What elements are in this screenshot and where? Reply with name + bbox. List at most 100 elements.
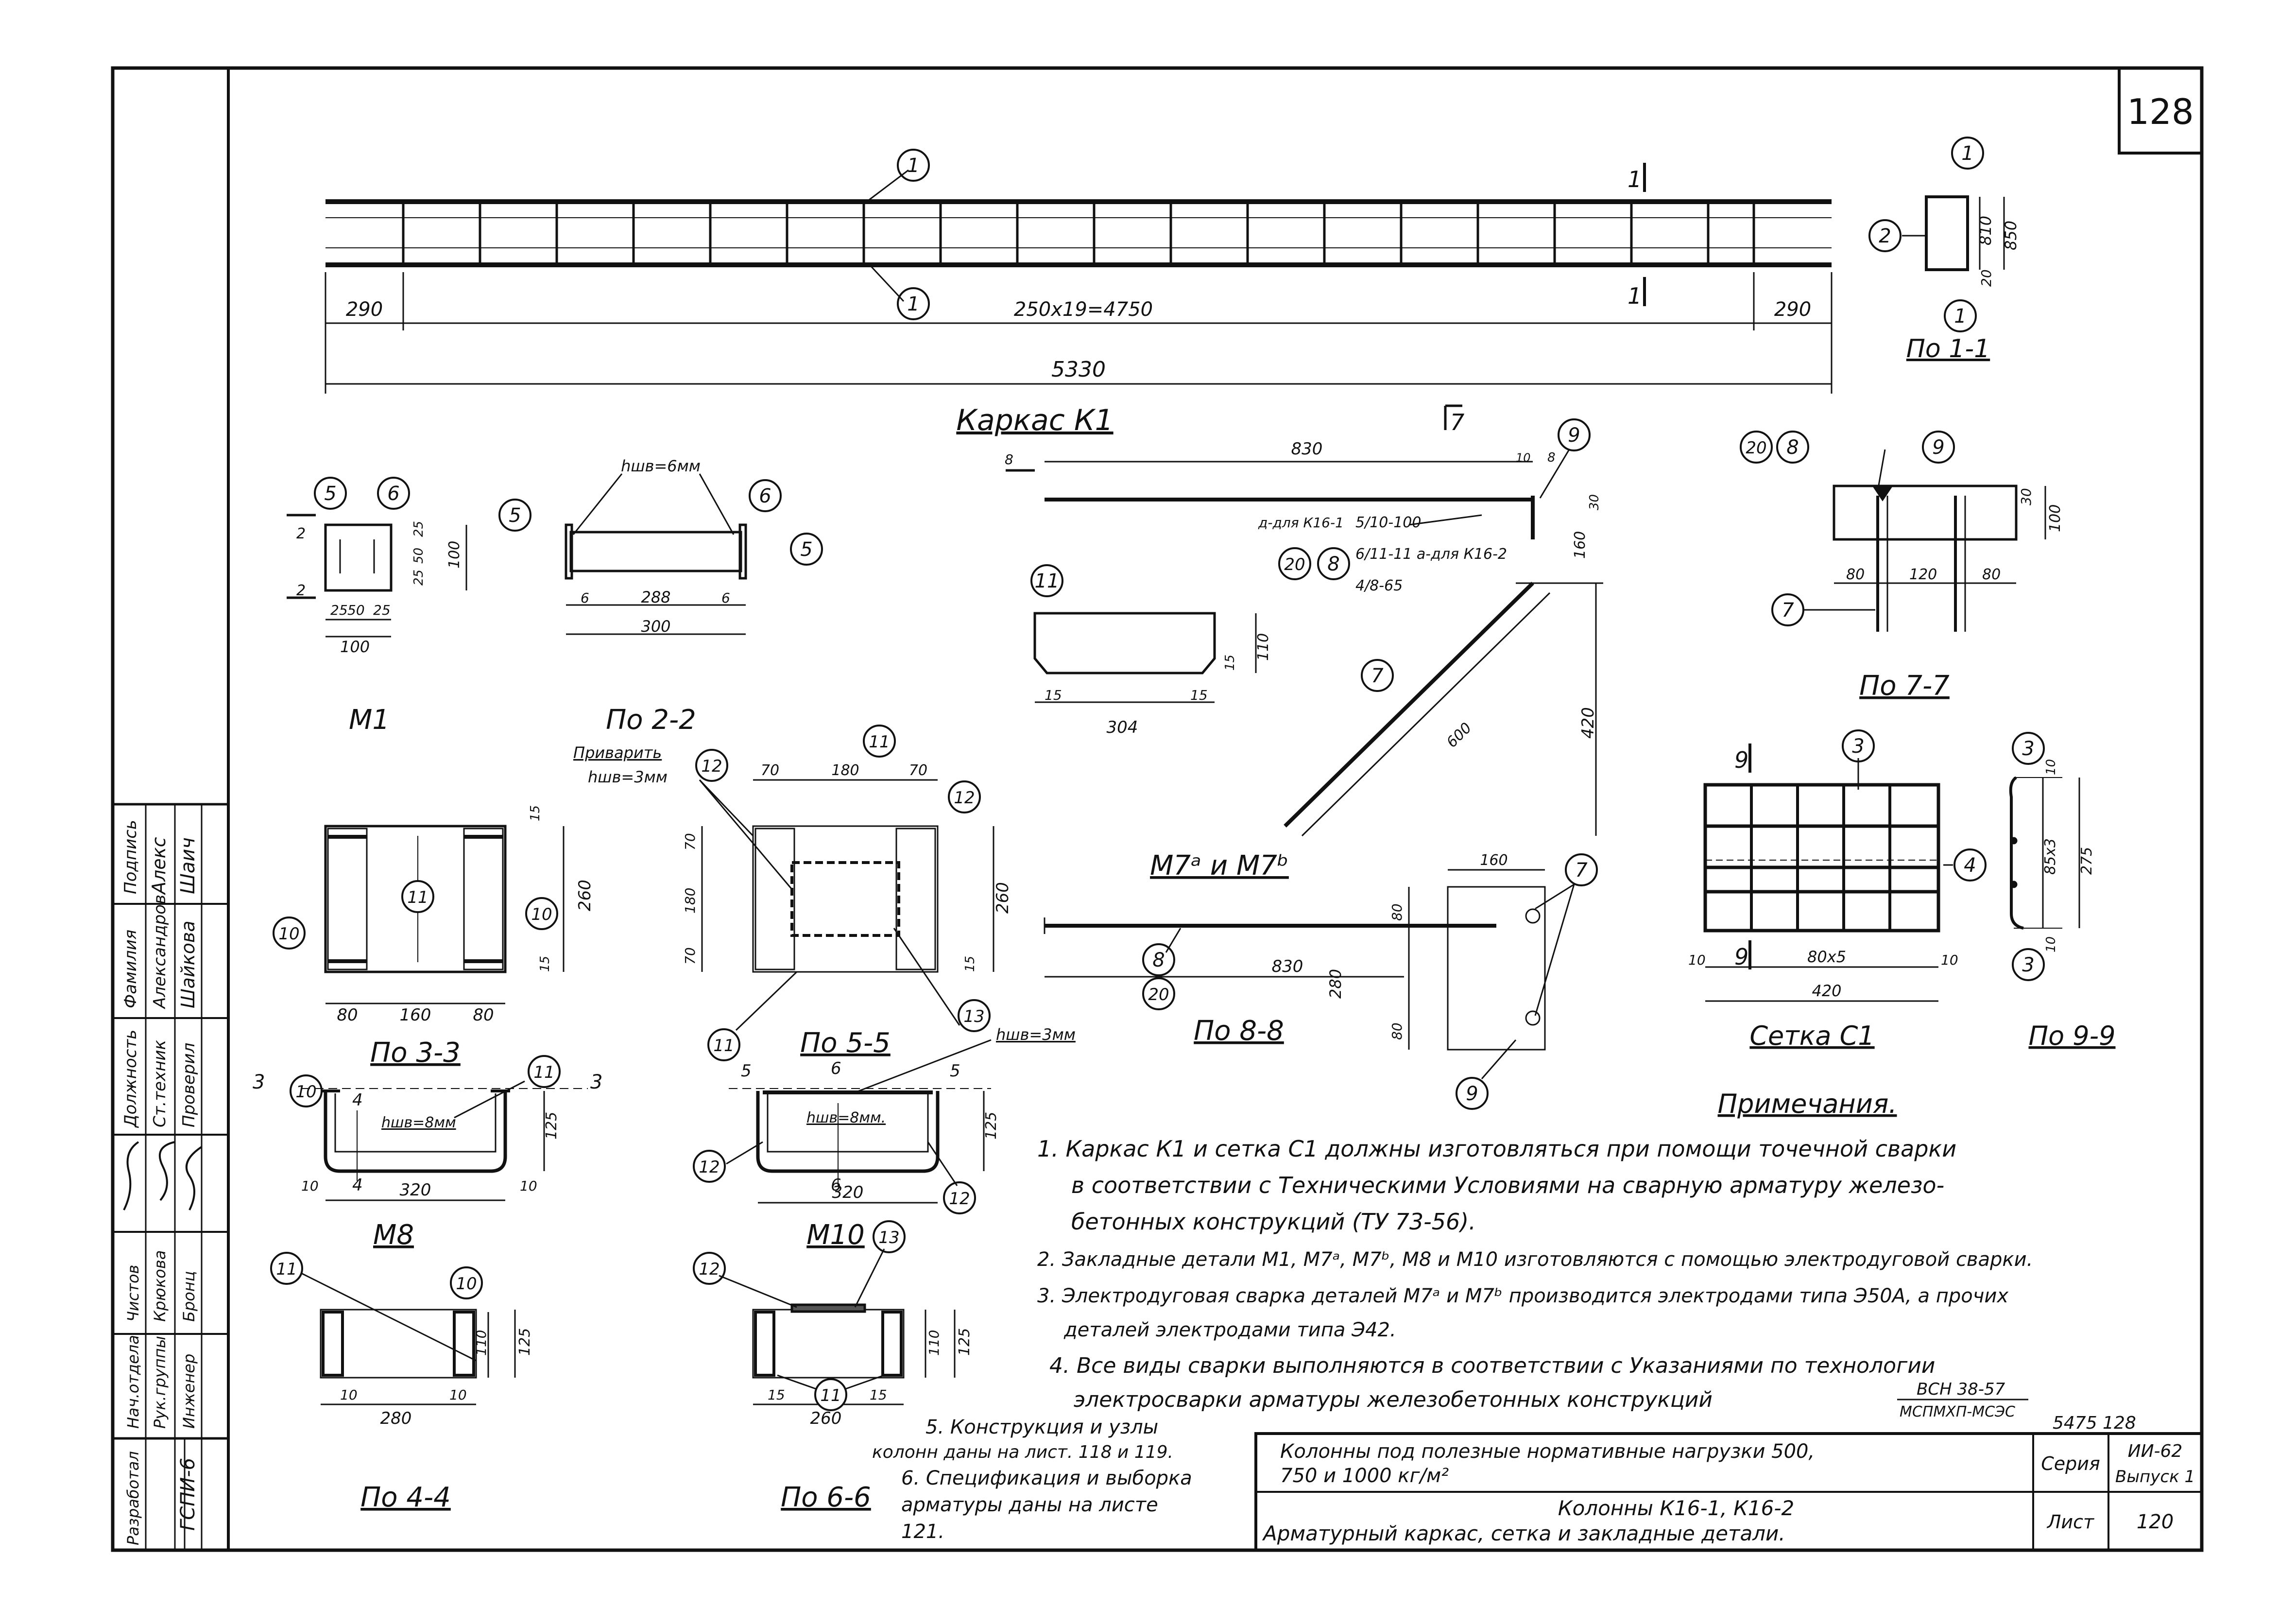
po-2-2-title: По 2-2 — [606, 704, 696, 736]
po-3-3-dim-15b: 15 — [538, 956, 552, 972]
po-5-5-dim-v70b: 70 — [682, 947, 698, 965]
po-9-9-dim-b: 10 — [2044, 936, 2058, 952]
m10-callout-12b: 12 — [943, 1181, 976, 1214]
po-7-7-callout-8: 8 — [1776, 431, 1809, 464]
po-6-6-dim-w: 260 — [810, 1409, 842, 1428]
stamp-role-1: Ст.техник — [150, 1039, 170, 1127]
m1-dim-w-total: 100 — [340, 638, 370, 656]
m7-callout-9-text: 9 — [1568, 424, 1580, 447]
po-3-3-callout-10a: 10 — [273, 916, 306, 950]
po-3-3-dim-15a: 15 — [528, 805, 543, 821]
po-9-9-dim-a: 10 — [2044, 759, 2058, 775]
mesh-c1-mark-9b: 9 — [1734, 944, 1748, 970]
title-series-value: ИИ-62 — [2128, 1441, 2183, 1461]
m1-dim-h3: 25 — [411, 570, 426, 586]
m7-callout-7: 7 — [1361, 659, 1394, 692]
m8-weld: hшв=8мм — [381, 1114, 456, 1131]
m10-callout-12b-text: 12 — [949, 1189, 970, 1209]
frame-k1-section-mark-b: 1 — [1628, 283, 1642, 309]
po-2-2-callout-5a-text: 5 — [509, 504, 521, 527]
po-8-8-callout-20: 20 — [1142, 977, 1175, 1010]
m1-dim-h2: 50 — [411, 548, 426, 564]
po-7-7-callout-7-text: 7 — [1782, 599, 1794, 622]
po-5-5-weld: hшв=3мм — [588, 768, 668, 786]
note-1c: бетонных конструкций (ТУ 73-56). — [1071, 1209, 1476, 1235]
part-11-callout-text: 11 — [1035, 570, 1060, 592]
po-2-2-callout-6-text: 6 — [759, 485, 771, 507]
frame-k1-stirrups — [402, 202, 1755, 265]
po-3-3-dim-w3: 80 — [473, 1005, 494, 1025]
m7-callout-7-text: 7 — [1371, 665, 1384, 687]
po-8-8-dim-len: 830 — [1272, 957, 1303, 976]
m8-mark-4b: 4 — [352, 1176, 363, 1195]
m7-dim-160: 160 — [1572, 531, 1589, 559]
po-2-2-dim-a: 6 — [581, 590, 589, 606]
m8-dim-b: 10 — [520, 1178, 537, 1194]
left-stamp: Должность Фамилия Подпись Ст.техник Алек… — [113, 803, 228, 1550]
po-5-5-dim-b: 180 — [831, 762, 859, 779]
po-3-3-drawing — [324, 825, 565, 1004]
frame-k1-title: Каркас К1 — [956, 403, 1113, 437]
part-11-drawing — [1033, 612, 1257, 703]
po-5-5-dim-a: 70 — [761, 762, 779, 779]
frame-k1-callout-1b: 1 — [897, 287, 930, 320]
title-block — [1254, 1432, 2203, 1552]
po-2-2-drawing — [565, 473, 747, 635]
sheet-number: 128 — [2127, 91, 2193, 132]
m1-callout-5: 5 — [314, 477, 347, 510]
po-4-4-dim-h2: 125 — [516, 1328, 533, 1356]
section-1-1-drawing — [1902, 195, 2005, 271]
po-6-6-callout-11: 11 — [777, 1374, 885, 1411]
po-8-8-title: По 8-8 — [1194, 1015, 1284, 1047]
po-5-5-weld-label: Приварить — [573, 743, 662, 762]
m10-callout-12a: 12 — [693, 1150, 726, 1183]
po-6-6-title: По 6-6 — [781, 1482, 871, 1513]
po-3-3-callout-10b: 10 — [525, 897, 558, 930]
m10-drawing — [726, 1039, 992, 1204]
po-2-2-dim-total: 300 — [641, 617, 670, 636]
frame-k1-callout-1a: 1 — [897, 149, 930, 182]
m8-mark-3b: 3 — [590, 1071, 602, 1093]
m1-drawing — [287, 514, 467, 638]
mesh-c1-callout-4-text: 4 — [1964, 854, 1976, 877]
title-line-3: Колонны К16-1, К16-2 — [1558, 1496, 1794, 1520]
po-5-5-dim-v70a: 70 — [682, 833, 698, 850]
po-5-5-drawing — [699, 779, 994, 973]
note-ref-top: ВСН 38-57 — [1917, 1380, 2005, 1399]
po-3-3-callout-11-text: 11 — [407, 888, 428, 907]
m8-dim-h: 125 — [543, 1112, 560, 1140]
stamp-developed: Разработал — [124, 1451, 142, 1545]
m7-callout-20-text: 20 — [1284, 555, 1305, 574]
m10-callout-12a-text: 12 — [699, 1158, 720, 1177]
po-7-7-dim-b: 120 — [1909, 566, 1937, 583]
stamp-name-3: Чистов — [124, 1265, 142, 1322]
po-9-9-callout-3b-text: 3 — [2022, 954, 2034, 976]
m8-callout-10: 10 — [290, 1074, 323, 1107]
m7-drawing — [1006, 404, 1603, 837]
title-line-1: Колонны под полезные нормативные нагрузк… — [1280, 1440, 1815, 1463]
po-7-7-callout-20: 20 — [1740, 431, 1773, 464]
m10-dim-h: 125 — [983, 1112, 1000, 1140]
m10-title: М10 — [806, 1219, 865, 1251]
note-4a: 4. Все виды сварки выполняются в соответ… — [1049, 1353, 1935, 1378]
stamp-sign-2: Шаич — [177, 837, 199, 894]
stamp-org: ГСПИ-6 — [177, 1458, 199, 1531]
note-5b: колонн даны на лист. 118 и 119. — [872, 1442, 1173, 1462]
section-1-1-callout-2: 2 — [1868, 219, 1902, 252]
m1-dim-w2: 50 — [347, 602, 365, 618]
mesh-c1-title: Сетка С1 — [1749, 1020, 1874, 1051]
po-5-5-dim-h: 260 — [993, 882, 1012, 914]
mesh-c1-callout-4: 4 — [1953, 848, 1987, 882]
m10-weld-1: hшв=3мм — [996, 1025, 1076, 1044]
po-4-4-dim-h1: 110 — [473, 1330, 489, 1356]
m7-section-mark: 7 — [1450, 409, 1464, 435]
stamp-header-name: Фамилия — [121, 930, 140, 1008]
m7-dim-top: 830 — [1291, 439, 1323, 459]
po-6-6-dim-b: 15 — [870, 1387, 887, 1403]
stamp-name-5: Бронц — [180, 1271, 198, 1322]
note-6b: арматуры даны на листе — [901, 1494, 1158, 1516]
note-3a: 3. Электродуговая сварка деталей М7ᵃ и М… — [1037, 1285, 2008, 1307]
m8-dim-a: 10 — [301, 1178, 319, 1194]
stamp-name-1: Александров — [150, 895, 170, 1009]
stamp-header-sign: Подпись — [121, 820, 140, 894]
